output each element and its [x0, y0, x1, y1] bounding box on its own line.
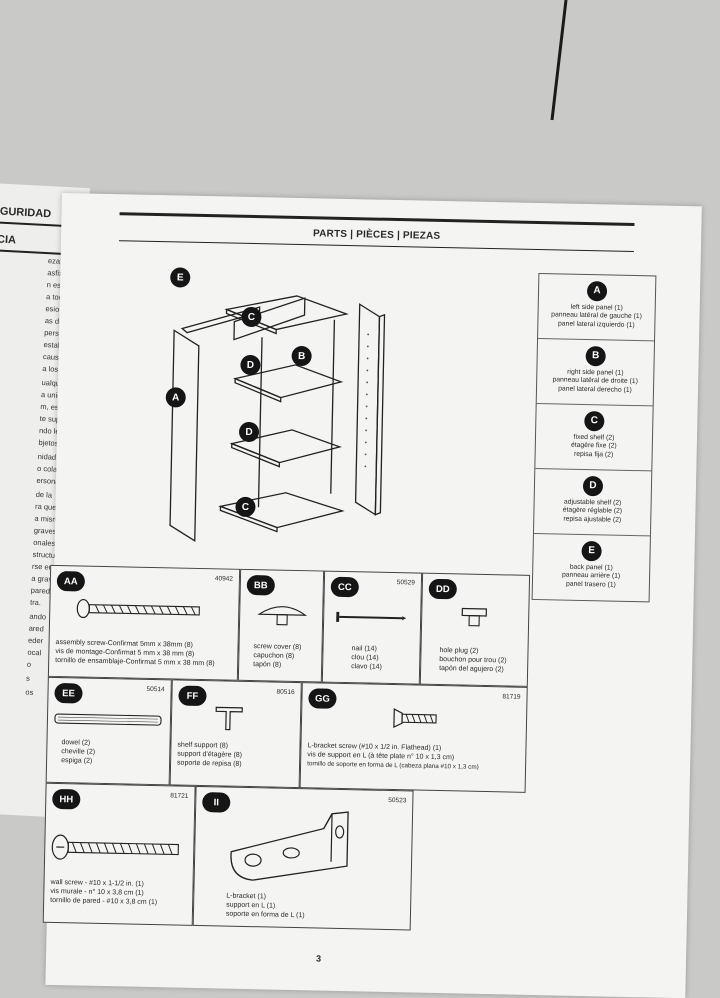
screw-cover-icon: [257, 600, 308, 627]
hardware-hh: HH 81721 wall screw - #10 x 1-1/2 in. (1…: [43, 783, 196, 926]
panel-badge: A: [587, 281, 607, 301]
hardware-ii: II 50523 L-bracket (1) support en L (1) …: [193, 786, 414, 931]
hardware-desc: hole plug (2) bouchon pour trou (2) tapó…: [439, 646, 507, 674]
hardware-desc: wall screw - #10 x 1-1/2 in. (1) vis mur…: [50, 878, 158, 907]
desc-line: soporte en forma de L (1): [226, 910, 305, 921]
hardware-badge: DD: [429, 579, 457, 600]
panel-item-e: E back panel (1) panneau arrière (1) pan…: [533, 534, 650, 601]
panel-item-d: D adjustable shelf (2) étagère réglable …: [534, 469, 651, 536]
hardware-gg: GG 81719 L-bracket screw (#10 x 1/2 in. …: [300, 682, 528, 793]
part-number: 80516: [276, 689, 294, 696]
panel-item-a: A left side panel (1) panneau latéral de…: [538, 274, 655, 341]
panel-badge: B: [585, 346, 605, 366]
hardware-badge: CC: [331, 577, 359, 598]
bookcase-exploded-diagram: [150, 250, 486, 557]
hardware-aa: AA 40942 assembly screw-Confirmat 5mm x …: [48, 565, 240, 681]
desc-line: tapón del agujero (2): [439, 664, 507, 674]
panel-line: panel trasero (1): [533, 580, 649, 591]
panel-badge: E: [581, 541, 601, 561]
desc-line: soporte de repisa (8): [177, 759, 242, 769]
hardware-badge: AA: [57, 571, 85, 592]
panel-parts-list: A left side panel (1) panneau latéral de…: [532, 273, 657, 602]
shelf-support-icon: [212, 703, 253, 734]
hardware-badge: HH: [52, 789, 80, 810]
l-bracket-icon: [223, 802, 365, 885]
hardware-badge: EE: [54, 683, 82, 704]
desc-line: tornillo de pared - #10 x 3,8 cm (1): [50, 896, 157, 907]
hardware-desc: screw cover (8) capuchon (8) tapón (8): [253, 642, 301, 670]
hardware-dd: DD hole plug (2) bouchon pour trou (2) t…: [420, 573, 530, 687]
hardware-desc: shelf support (8) support d'étagère (8) …: [177, 741, 242, 769]
panel-item-c: C fixed shelf (2) étagère fixe (2) repis…: [535, 404, 652, 471]
hardware-desc: L-bracket screw (#10 x 1/2 in. Flathead)…: [307, 741, 526, 773]
desc-line: clavo (14): [351, 662, 382, 672]
hardware-desc: nail (14) clou (14) clavo (14): [351, 644, 382, 672]
hardware-ee: EE 50514 dowel (2) cheville (2) espiga (…: [46, 677, 172, 786]
panel-line: repisa ajustable (2): [534, 515, 650, 526]
page-number: 3: [316, 953, 321, 963]
panel-badge: D: [583, 476, 603, 496]
wall-screw-icon: [51, 832, 192, 865]
flathead-screw-icon: [392, 707, 442, 730]
panel-item-b: B right side panel (1) panneau latéral d…: [537, 339, 654, 406]
hardware-badge: BB: [247, 575, 275, 596]
hardware-desc: dowel (2) cheville (2) espiga (2): [61, 738, 95, 766]
dowel-icon: [54, 712, 164, 728]
part-number: 40942: [215, 575, 233, 582]
parts-header: PARTS | PIÈCES | PIEZAS: [119, 212, 634, 252]
confirmat-screw-icon: [75, 596, 215, 623]
panel-line: repisa fija (2): [536, 450, 652, 461]
panel-badge: C: [584, 411, 604, 431]
hardware-ff: FF 80516 shelf support (8) support d'éta…: [170, 679, 302, 788]
hardware-badge: GG: [308, 688, 336, 709]
part-number: 50514: [146, 686, 164, 693]
hardware-cc: CC 50529 nail (14) clou (14) clavo (14): [322, 571, 422, 685]
nail-icon: [336, 610, 406, 625]
parts-page: PARTS | PIÈCES | PIEZAS: [45, 193, 701, 998]
part-number: 50523: [388, 797, 406, 804]
part-number: 81721: [170, 792, 188, 799]
part-number: 81719: [502, 693, 520, 700]
hole-plug-icon: [460, 604, 491, 631]
hardware-desc: L-bracket (1) support en L (1) soporte e…: [226, 892, 305, 921]
booklet: EGURIDAD CIA ezas pequeñas queasfixia a …: [0, 88, 720, 948]
hardware-badge: FF: [178, 686, 206, 707]
desc-line: espiga (2): [61, 756, 95, 766]
hardware-bb: BB screw cover (8) capuchon (8) tapón (8…: [238, 569, 324, 683]
desc-line: tapón (8): [253, 660, 301, 670]
part-number: 50529: [397, 579, 415, 586]
hardware-desc: assembly screw-Confirmat 5mm x 38mm (8) …: [55, 638, 215, 668]
